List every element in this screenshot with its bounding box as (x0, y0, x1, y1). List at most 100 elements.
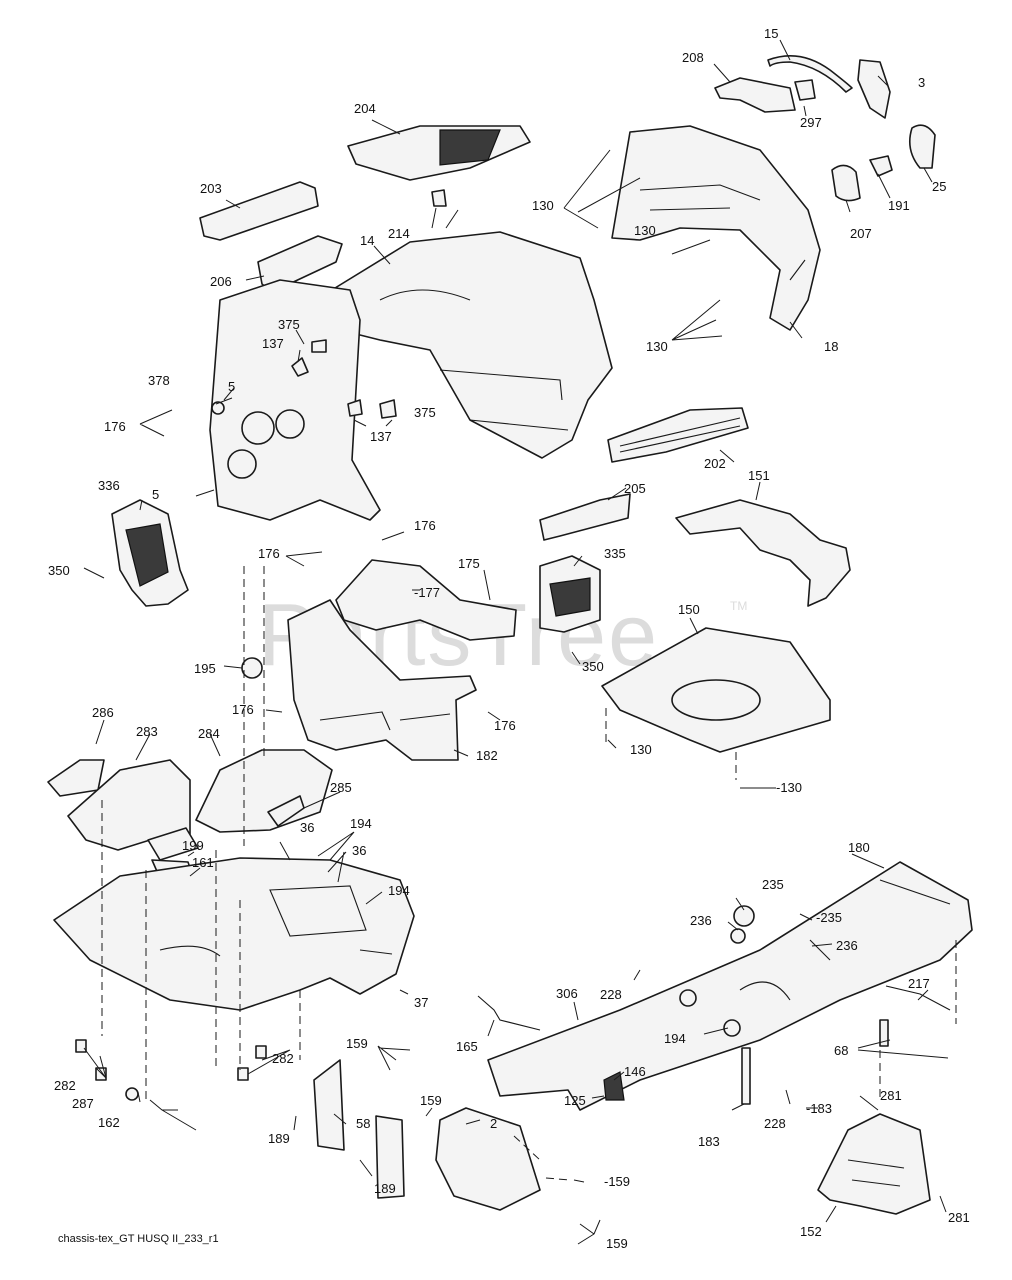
callout-194-b: 194 (388, 883, 410, 898)
part-204-hood-panel[interactable] (347, 125, 531, 181)
part-375-clip-b[interactable] (379, 399, 397, 419)
callout-176-b: 176 (414, 518, 436, 533)
part-235-bushing[interactable] (733, 905, 755, 927)
part-151-bracket[interactable] (675, 499, 851, 607)
callout-281-b: 281 (948, 1210, 970, 1225)
callout-161: 161 (192, 855, 214, 870)
alignment-lines (101, 566, 957, 1181)
part-214-fastener[interactable] (431, 189, 447, 207)
part-203-grille[interactable] (199, 181, 319, 241)
part-180-frame[interactable] (487, 861, 973, 1111)
callout-194-a: 194 (350, 816, 372, 831)
part-152-detail (847, 1159, 905, 1187)
callout-204: 204 (354, 101, 376, 116)
callout-336: 336 (98, 478, 120, 493)
callout-15: 15 (764, 26, 778, 41)
callout-195: 195 (194, 661, 216, 676)
callout-378: 378 (148, 373, 170, 388)
part-37-footrest[interactable] (53, 857, 415, 1011)
callout-68: 68 (834, 1043, 848, 1058)
part-25-seal[interactable] (909, 124, 936, 169)
part-175-bracket[interactable] (335, 559, 517, 641)
part-217-rod[interactable] (885, 985, 951, 1011)
callout-36-a: 36 (300, 820, 314, 835)
callout-191: 191 (888, 198, 910, 213)
part-206-insert[interactable] (257, 235, 343, 293)
part-282-clip-4[interactable] (255, 1045, 267, 1059)
callout-180: 180 (848, 840, 870, 855)
callout-375-b: 375 (414, 405, 436, 420)
part-286-trim[interactable] (47, 759, 105, 797)
callout-287: 287 (72, 1096, 94, 1111)
callout-130-b: 130 (634, 223, 656, 238)
callout-175: 175 (458, 556, 480, 571)
part-287-nut[interactable] (125, 1087, 139, 1101)
callout-18: 18 (824, 339, 838, 354)
callout-159-b: 159 (420, 1093, 442, 1108)
callout-159-a: 159 (346, 1036, 368, 1051)
callout-350-a: 350 (48, 563, 70, 578)
part-14-detail (379, 289, 569, 431)
part-3-trim[interactable] (857, 59, 891, 119)
part-15-strip[interactable] (767, 54, 853, 93)
part-14-hood[interactable] (321, 231, 613, 459)
callout-162: 162 (98, 1115, 120, 1130)
part-146-pin[interactable] (603, 1071, 625, 1101)
part-68-bolt[interactable] (879, 1019, 889, 1047)
callout-183-a: -183 (806, 1101, 832, 1116)
part-207-lamp[interactable] (831, 164, 861, 202)
part-183-bolt[interactable] (741, 1047, 751, 1105)
part-18-detail (639, 184, 806, 281)
callout-152: 152 (800, 1224, 822, 1239)
part-199-plate[interactable] (147, 827, 199, 861)
part-297-clip[interactable] (794, 79, 816, 101)
callout-146: 146 (624, 1064, 646, 1079)
callout-208: 208 (682, 50, 704, 65)
part-204-stripe (439, 129, 501, 166)
callout-182: 182 (476, 748, 498, 763)
callout-3: 3 (918, 75, 925, 90)
callout-2: 2 (490, 1116, 497, 1131)
part-208-bracket[interactable] (714, 77, 796, 113)
callout-335: 335 (604, 546, 626, 561)
part-202-grille[interactable] (607, 407, 749, 463)
callout-217: 217 (908, 976, 930, 991)
part-378-plug[interactable] (211, 401, 225, 415)
callout-159-d: 159 (606, 1236, 628, 1251)
part-37-detail (159, 885, 393, 957)
callout-285: 285 (330, 780, 352, 795)
callout-228-a: 228 (600, 987, 622, 1002)
part-205-trim[interactable] (539, 493, 631, 541)
callout-14: 14 (360, 233, 374, 248)
callout-165: 165 (456, 1039, 478, 1054)
callout-159-c: -159 (604, 1174, 630, 1189)
part-189-bracket[interactable] (375, 1115, 405, 1199)
part-375-clip-a[interactable] (311, 339, 327, 353)
callout-236-a: 236 (690, 913, 712, 928)
callout-183-b: 183 (698, 1134, 720, 1149)
part-282-clip-3[interactable] (237, 1067, 249, 1081)
part-236-bushing[interactable] (730, 928, 746, 944)
part-182-lower-dash[interactable] (287, 599, 477, 761)
callout-177: -177 (414, 585, 440, 600)
part-165-rod[interactable] (477, 995, 541, 1031)
callout-189-b: 189 (374, 1181, 396, 1196)
callout-207: 207 (850, 226, 872, 241)
callout-235-b: -235 (816, 910, 842, 925)
part-137-clip-b[interactable] (347, 399, 363, 417)
callout-206: 206 (210, 274, 232, 289)
part-191-bracket[interactable] (869, 155, 893, 177)
part-194-nut-2[interactable] (723, 1019, 741, 1037)
callout-203: 203 (200, 181, 222, 196)
part-18-front-bumper[interactable] (611, 125, 821, 331)
part-195-grommet[interactable] (241, 657, 263, 679)
callout-176-d: 176 (232, 702, 254, 717)
part-5-dash-panel[interactable] (209, 279, 381, 521)
callout-189-a: 189 (268, 1131, 290, 1146)
part-2-bracket[interactable] (435, 1107, 541, 1211)
part-194-nut[interactable] (679, 989, 697, 1007)
part-58-bracket[interactable] (313, 1059, 345, 1151)
part-5-knob (227, 449, 257, 479)
part-282-clip-1[interactable] (75, 1039, 87, 1053)
callout-176-c: 176 (258, 546, 280, 561)
